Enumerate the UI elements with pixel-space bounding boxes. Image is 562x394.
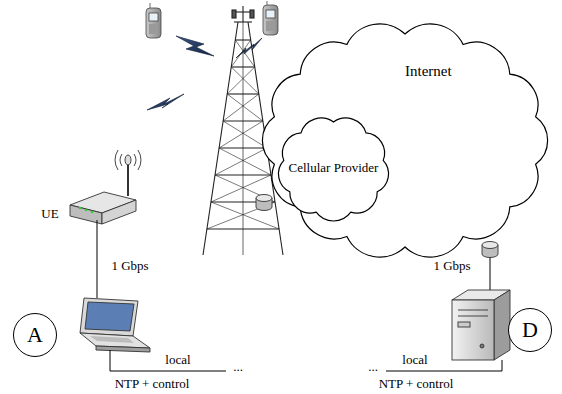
- ethernet-wire: [97, 220, 98, 298]
- node-label: D: [522, 317, 538, 342]
- server-icon: [452, 290, 510, 360]
- edge-router: [482, 242, 498, 258]
- phone-icon: [146, 3, 161, 38]
- laptop-icon: [80, 298, 150, 352]
- device-label: UE: [41, 207, 58, 222]
- continuation-dots: ...: [368, 360, 378, 375]
- continuation-dots: ...: [233, 360, 243, 375]
- ue-router: [70, 150, 141, 224]
- local-wire: [110, 350, 226, 371]
- endpoint-circle: D: [508, 308, 552, 352]
- backhaul-wire: [263, 204, 272, 205]
- node-label: A: [27, 322, 43, 347]
- edge-router: [256, 195, 272, 211]
- ethernet-wire: [490, 252, 491, 296]
- phone-icon: [263, 1, 278, 35]
- link-note: NTP + control: [379, 377, 454, 392]
- link-note: NTP + control: [115, 377, 190, 392]
- node-label: Internet: [405, 63, 452, 80]
- link-speed: 1 Gbps: [111, 259, 148, 274]
- internet-cloud: InternetCellular Provider: [255, 18, 555, 263]
- radio-bolt: [147, 36, 262, 110]
- link-label: local: [165, 353, 190, 368]
- link-speed: 1 Gbps: [433, 259, 470, 274]
- endpoint-circle: A: [13, 313, 57, 357]
- link-label: local: [402, 353, 427, 368]
- node-label: Cellular Provider: [289, 161, 379, 176]
- provider-cloud: Cellular Provider: [267, 106, 400, 231]
